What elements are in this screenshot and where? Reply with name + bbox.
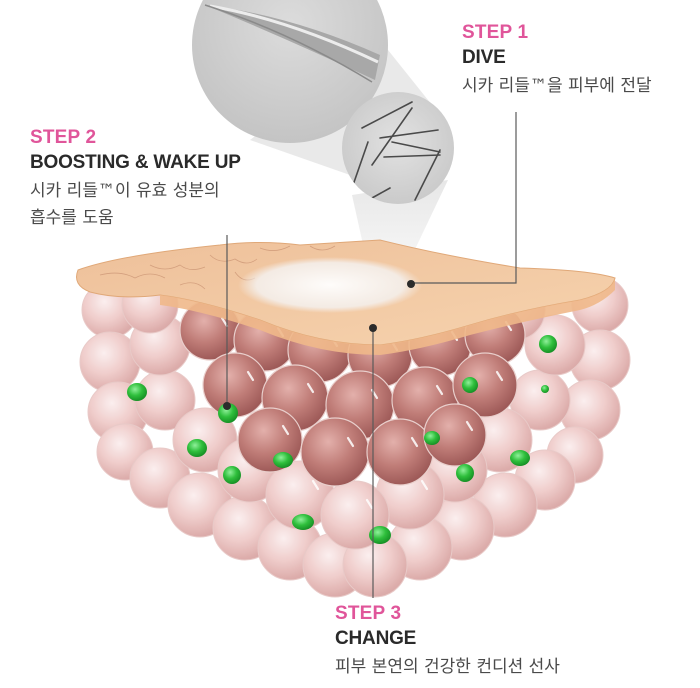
microneedles-magnifier [342,92,454,204]
delivery-spot [238,257,422,313]
step3-label: STEP 3 [335,603,402,624]
leader-lines [226,112,517,598]
step3-description: 피부 본연의 건강한 컨디션 선사 [335,657,560,677]
step2-marker-dot [223,402,231,410]
step3-marker-dot [369,324,377,332]
step3-title: CHANGE [335,628,417,649]
step2-title: BOOSTING & WAKE UP [30,152,241,173]
step1-label: STEP 1 [462,22,529,43]
needle-tip-magnifier [192,0,388,143]
step3-callout: STEP 3 CHANGE 피부 본연의 건강한 컨디션 선사 [335,603,560,680]
skin-surface [76,239,616,355]
step2-description-line2: 흡수를 도움 [30,208,114,228]
ingredient-dots [127,335,557,544]
step1-title: DIVE [462,47,506,68]
step1-leader [412,112,517,284]
step2-callout: STEP 2 BOOSTING & WAKE UP 시카 리들™이 유효 성분의… [30,127,241,231]
step1-callout: STEP 1 DIVE 시카 리들™을 피부에 전달 [462,22,652,99]
step2-description-line1: 시카 리들™이 유효 성분의 [30,181,220,201]
step1-description: 시카 리들™을 피부에 전달 [462,76,652,96]
step1-marker-dot [407,280,415,288]
step2-label: STEP 2 [30,127,97,148]
